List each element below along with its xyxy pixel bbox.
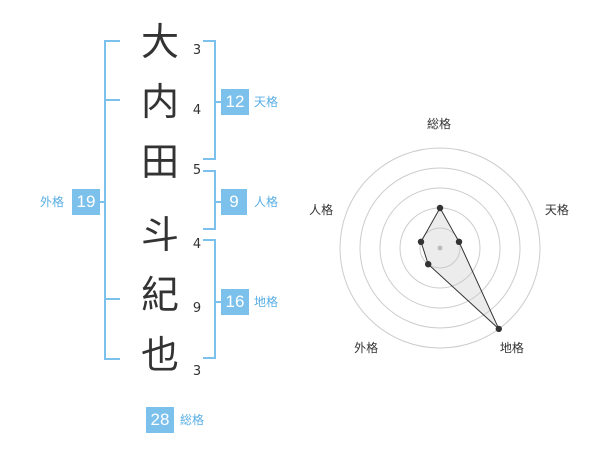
name-char-3: 田	[140, 140, 179, 184]
jinkaku-value: 9	[221, 189, 247, 215]
radar-svg	[339, 147, 541, 349]
name-char-4: 斗	[140, 213, 179, 257]
name-diagram: 大 内 田 斗 紀 也 3 4 5 4 9 3 12 天格 9 人	[40, 20, 279, 433]
stroke-count-6: 3	[192, 364, 202, 379]
radar-axis-label-3: 地格	[499, 341, 524, 356]
radar-point-5	[417, 238, 425, 245]
soukaku-value: 28	[146, 407, 174, 433]
radar-point-3	[495, 325, 502, 333]
name-char-2: 内	[140, 80, 179, 124]
stroke-count-4: 4	[192, 237, 202, 252]
soukaku-label: 総格	[180, 413, 205, 427]
radar-point-4	[425, 261, 432, 268]
name-char-6: 也	[140, 333, 179, 377]
radar-point-2	[455, 238, 463, 245]
chikaku-label: 地格	[254, 295, 279, 309]
radar-ring-4	[359, 167, 521, 329]
tenkaku-value: 12	[221, 89, 249, 115]
chikaku-value: 16	[221, 289, 249, 315]
radar-ring-3	[379, 187, 501, 309]
radar-ring-1	[419, 227, 461, 269]
gaikaku-label: 外格	[40, 195, 65, 209]
radar-ring-5	[339, 147, 541, 349]
stroke-count-1: 3	[192, 43, 202, 58]
stroke-count-3: 5	[192, 163, 202, 178]
radar-center	[437, 245, 443, 251]
radar-point-1	[436, 204, 444, 212]
radar-axis-label-5: 人格	[309, 202, 334, 217]
name-char-1: 大	[140, 20, 179, 64]
stroke-count-5: 9	[192, 301, 202, 316]
name-char-5: 紀	[140, 273, 179, 317]
radar-area	[420, 206, 500, 330]
jinkaku-label: 人格	[254, 195, 279, 209]
gaikaku-value: 19	[72, 189, 100, 215]
radar-axis-label-1: 総格	[427, 117, 452, 131]
tenkaku-label: 天格	[254, 95, 279, 109]
radar-chart: 総格天格地格 外格 人格	[309, 100, 600, 380]
stroke-count-2: 4	[192, 103, 202, 118]
radar-axis-label-4: 外格	[354, 341, 379, 356]
radar-axis-label-2: 天格	[544, 202, 569, 217]
